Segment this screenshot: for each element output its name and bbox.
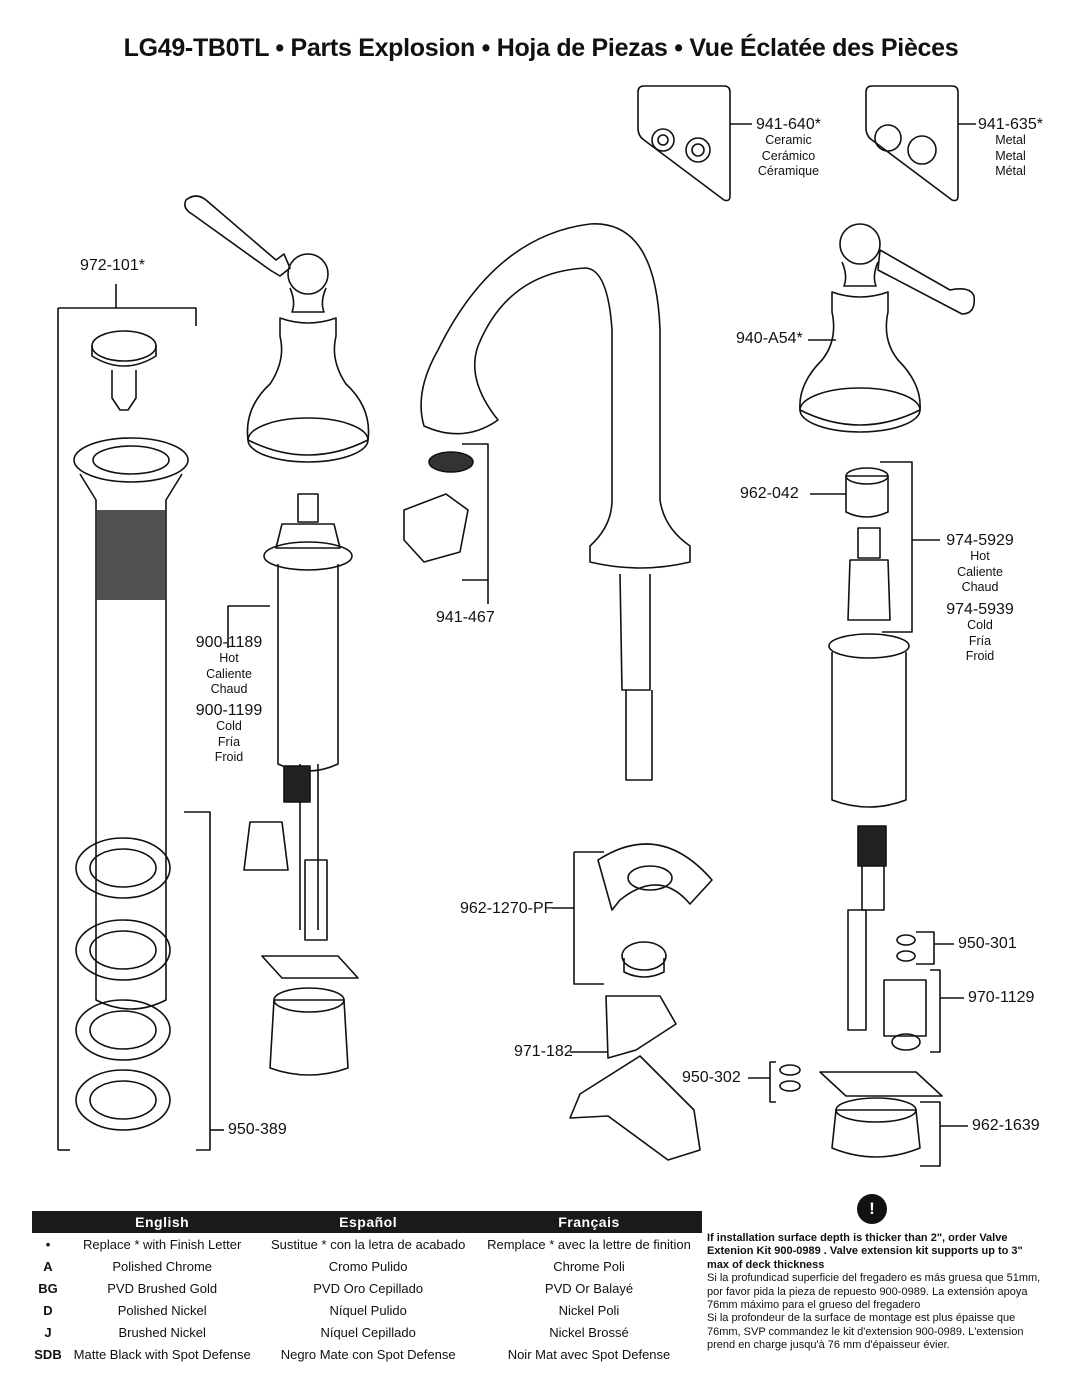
label-900-1189: 900-1189 Hot Caliente Chaud	[195, 634, 263, 697]
gasket-mount-drawing	[552, 843, 713, 1161]
table-row: D Polished Nickel Níquel Pulido Nickel P…	[43, 1302, 620, 1318]
label-941-640: 941-640* Ceramic Cerámico Céramique	[756, 116, 821, 179]
table-row: SDB Matte Black with Spot Defense Negro …	[34, 1346, 671, 1362]
label-950-301: 950-301	[958, 935, 1017, 952]
header-spanish: Español	[260, 1211, 476, 1233]
finish-table-header: English Español Français	[32, 1211, 702, 1233]
finish-table: English Español Français • Replace * wit…	[32, 1211, 702, 1365]
label-962-1639: 962-1639	[972, 1117, 1040, 1134]
label-971-182: 971-182	[514, 1043, 573, 1060]
label-970-1129: 970-1129	[968, 989, 1035, 1006]
label-972-101: 972-101*	[80, 257, 145, 274]
label-974-5939: 974-5939 Cold Fría Froid	[946, 601, 1014, 664]
label-950-389: 950-389	[228, 1121, 287, 1138]
label-950-302: 950-302	[682, 1069, 741, 1086]
parts-explosion-diagram	[57, 85, 976, 1167]
note-english: If installation surface depth is thicker…	[707, 1232, 1023, 1271]
ceramic-handle-insert-drawing	[637, 85, 731, 202]
label-974-5929: 974-5929 Hot Caliente Chaud	[946, 532, 1014, 595]
note-french: Si la profondeur de la surface de montag…	[707, 1312, 1024, 1352]
header-french: Français	[475, 1211, 702, 1233]
note-spanish: Si la profundicad superficie del fregade…	[707, 1272, 1041, 1312]
table-row: J Brushed Nickel Níquel Cepillado Nickel…	[44, 1324, 629, 1340]
spout-drawing	[403, 223, 691, 781]
label-900-1199: 900-1199 Cold Fría Froid	[195, 702, 263, 765]
label-941-635: 941-635* Metal Metal Métal	[978, 116, 1043, 179]
label-962-1270-PF: 962-1270-PF	[460, 900, 554, 917]
table-row: BG PVD Brushed Gold PVD Oro Cepillado PV…	[38, 1280, 634, 1296]
right-handle-valve-drawing	[779, 223, 976, 1158]
header-code	[32, 1211, 64, 1233]
label-962-042: 962-042	[740, 485, 799, 502]
label-941-467: 941-467	[436, 609, 495, 626]
metal-handle-insert-drawing	[865, 85, 959, 202]
label-940-A54: 940-A54*	[736, 330, 803, 347]
table-row: A Polished Chrome Cromo Pulido Chrome Po…	[43, 1258, 625, 1274]
drain-assembly-drawing	[57, 284, 224, 1151]
warning-icon: !	[857, 1194, 887, 1224]
header-english: English	[64, 1211, 261, 1233]
page-title: LG49-TB0TL • Parts Explosion • Hoja de P…	[123, 34, 959, 62]
table-row: • Replace * with Finish Letter Sustitue …	[45, 1236, 691, 1252]
left-handle-valve-drawing	[184, 195, 370, 1076]
installation-note: If installation surface depth is thicker…	[707, 1232, 1047, 1353]
